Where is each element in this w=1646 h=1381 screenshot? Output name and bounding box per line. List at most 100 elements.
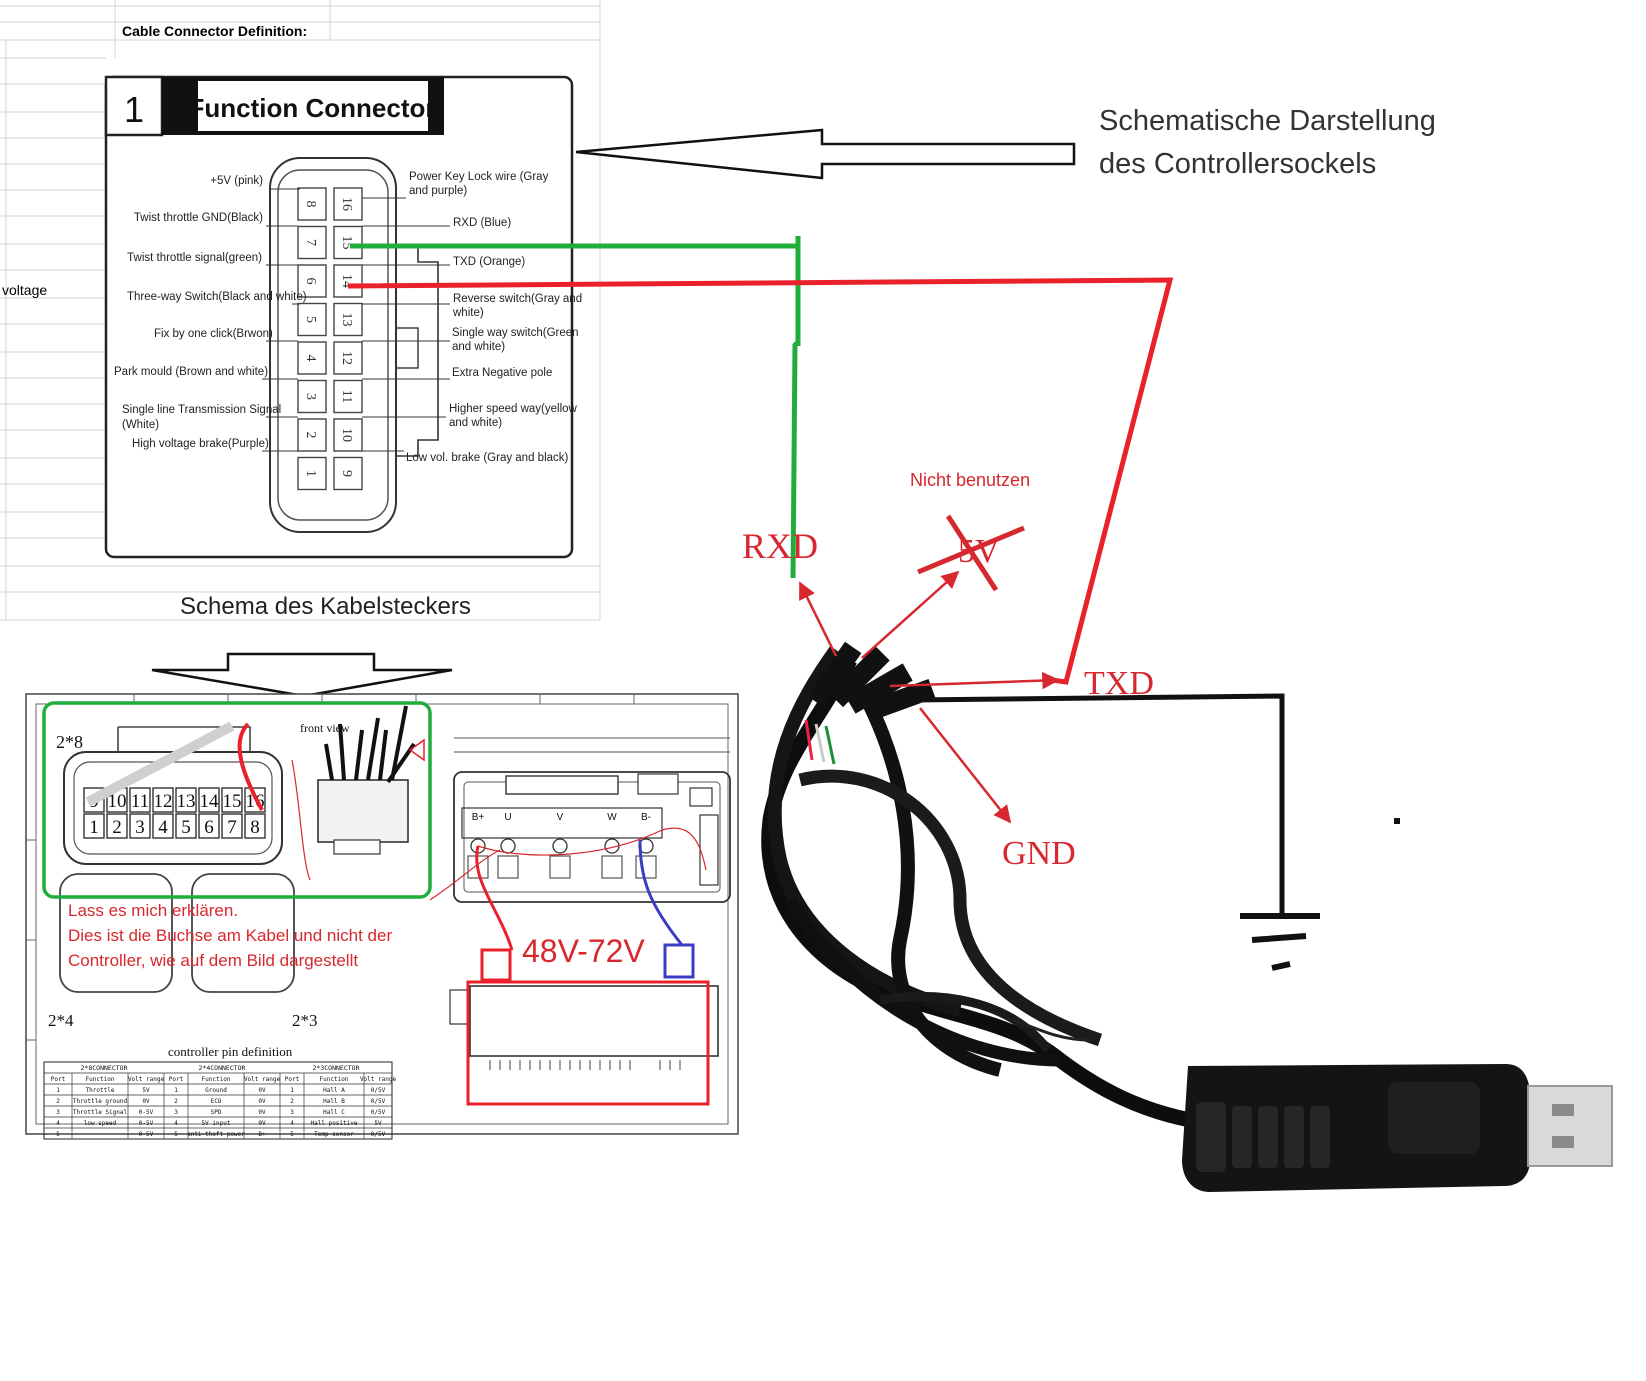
table-cell: 4 [290,1120,294,1127]
pin-cell [333,418,363,452]
label-2x8: 2*8 [56,732,83,752]
pin-cell [297,379,327,414]
pin-number: 4 [303,355,318,362]
table-cell: Ground [205,1087,227,1094]
connector-right-label: TXD (Orange) [453,256,525,268]
green-highlight [42,701,432,899]
plug-pin-cell [175,813,197,839]
plug-pin-cell [106,813,128,839]
arrow-rxd [798,581,838,657]
pin-number: 1 [303,470,318,477]
socket-arrow [575,128,1076,180]
plug-pin-cell [198,787,220,813]
connector-left-labels: +5V (pink)Twist throttle GND(Black)Twist… [114,175,307,452]
table-cell: 2 [56,1098,60,1105]
plug-pin-number: 7 [227,817,237,838]
explain-line1: Lass es mich erklären. [68,901,238,920]
table-cell: 0V [142,1098,150,1105]
explain-line3: Controller, wie auf dem Bild dargestellt [68,951,358,970]
connector-left-label: Park mould (Brown and white) [114,366,268,378]
plug-pin-cell [244,813,266,839]
black-wire [911,693,1285,914]
table-header: Volt range [360,1076,397,1083]
table-cell: 1 [290,1087,294,1094]
connector-right-label: white) [452,307,484,319]
table-cell: B+ [258,1131,266,1138]
table-cell: Hall C [323,1109,345,1116]
plug-pin-number: 14 [200,791,220,812]
connector-right-label: and white) [452,341,505,353]
plug-arrow [151,652,453,698]
table-cell: 0-5V [139,1131,154,1138]
plug-pin-number: 6 [204,817,214,838]
pin-number: 8 [303,201,318,208]
cross-out-5v [917,514,1025,592]
table-group-header: 2*8CONNECTOR [81,1064,128,1072]
table-cell: 5V [142,1087,150,1094]
table-cell: 0/5V [371,1131,386,1138]
table-cell: 5V [374,1120,382,1127]
connector-left-label: (White) [122,419,159,431]
sheet-title: Cable Connector Definition: [122,23,307,39]
terminal-label: B+ [472,812,485,823]
plug-pin-cell [83,787,105,813]
pin-number: 3 [303,393,318,400]
battery-connector-box [466,980,710,1106]
plug-pin-cell [244,787,266,813]
sheet-side-label: voltage [2,282,47,298]
table-cell: 0/5V [371,1109,386,1116]
connector-right-label: and white) [449,417,502,429]
connector-right-label: Low vol. brake (Gray and black) [406,452,569,464]
table-cell: Temp sensor [314,1131,354,1138]
table-cell: Hall positive [311,1120,358,1127]
connector-left-label: Fix by one click(Brwon) [154,328,273,340]
connector-right-label: Higher speed way(yellow [449,403,578,415]
table-header: Function [320,1076,349,1083]
plug-pin-cell [198,813,220,839]
pin-number: 16 [339,197,354,211]
table-cell: Hall B [323,1098,345,1105]
socket-schematic-title-line1: Schematische Darstellung [1099,105,1436,137]
table-cell: 0V [258,1109,266,1116]
terminal-block [601,855,623,879]
table-cell: 5V input [202,1120,231,1127]
bplus-box [480,948,512,982]
pin-number: 2 [303,432,318,439]
table-header: Function [86,1076,115,1083]
terminal-block [549,855,571,879]
plug-pin-number: 10 [108,791,127,812]
plug-pin-cell [152,813,174,839]
table-cell: 1 [174,1087,178,1094]
pin-number: 9 [339,470,354,477]
table-header: Volt range [244,1076,281,1083]
table-cell: Throttle Signal [73,1109,128,1116]
table-header: Volt range [128,1076,165,1083]
plug-pin-number: 15 [223,791,242,812]
terminal-block [497,855,519,879]
terminal-label: B- [641,812,651,823]
front-view-label: front view [300,721,350,735]
table-cell: 0/5V [371,1098,386,1105]
pin-number: 11 [339,390,354,403]
terminal-screw [552,838,568,854]
table-cell: 1 [56,1087,60,1094]
plug-pin-cell [221,813,243,839]
plug-pin-number: 11 [131,791,149,812]
socket-schematic-title-line2: des Controllersockels [1099,148,1376,180]
table-cell: 4 [174,1120,178,1127]
plug-pin-number: 2 [112,817,122,838]
voltage-label: 48V-72V [522,933,645,969]
table-group-header: 2*3CONNECTOR [313,1064,360,1072]
function-connector-panel: 1 Function Connector 8765432116151413121… [104,75,582,559]
table-cell: 0V [258,1087,266,1094]
usb-pin-rxd: RXD [742,526,818,566]
pin-cell [297,302,327,337]
not-use-label: Nicht benutzen [910,470,1030,490]
pin-cell [297,418,327,452]
connector-right-label: Extra Negative pole [452,367,552,379]
table-cell: 0/5V [371,1087,386,1094]
